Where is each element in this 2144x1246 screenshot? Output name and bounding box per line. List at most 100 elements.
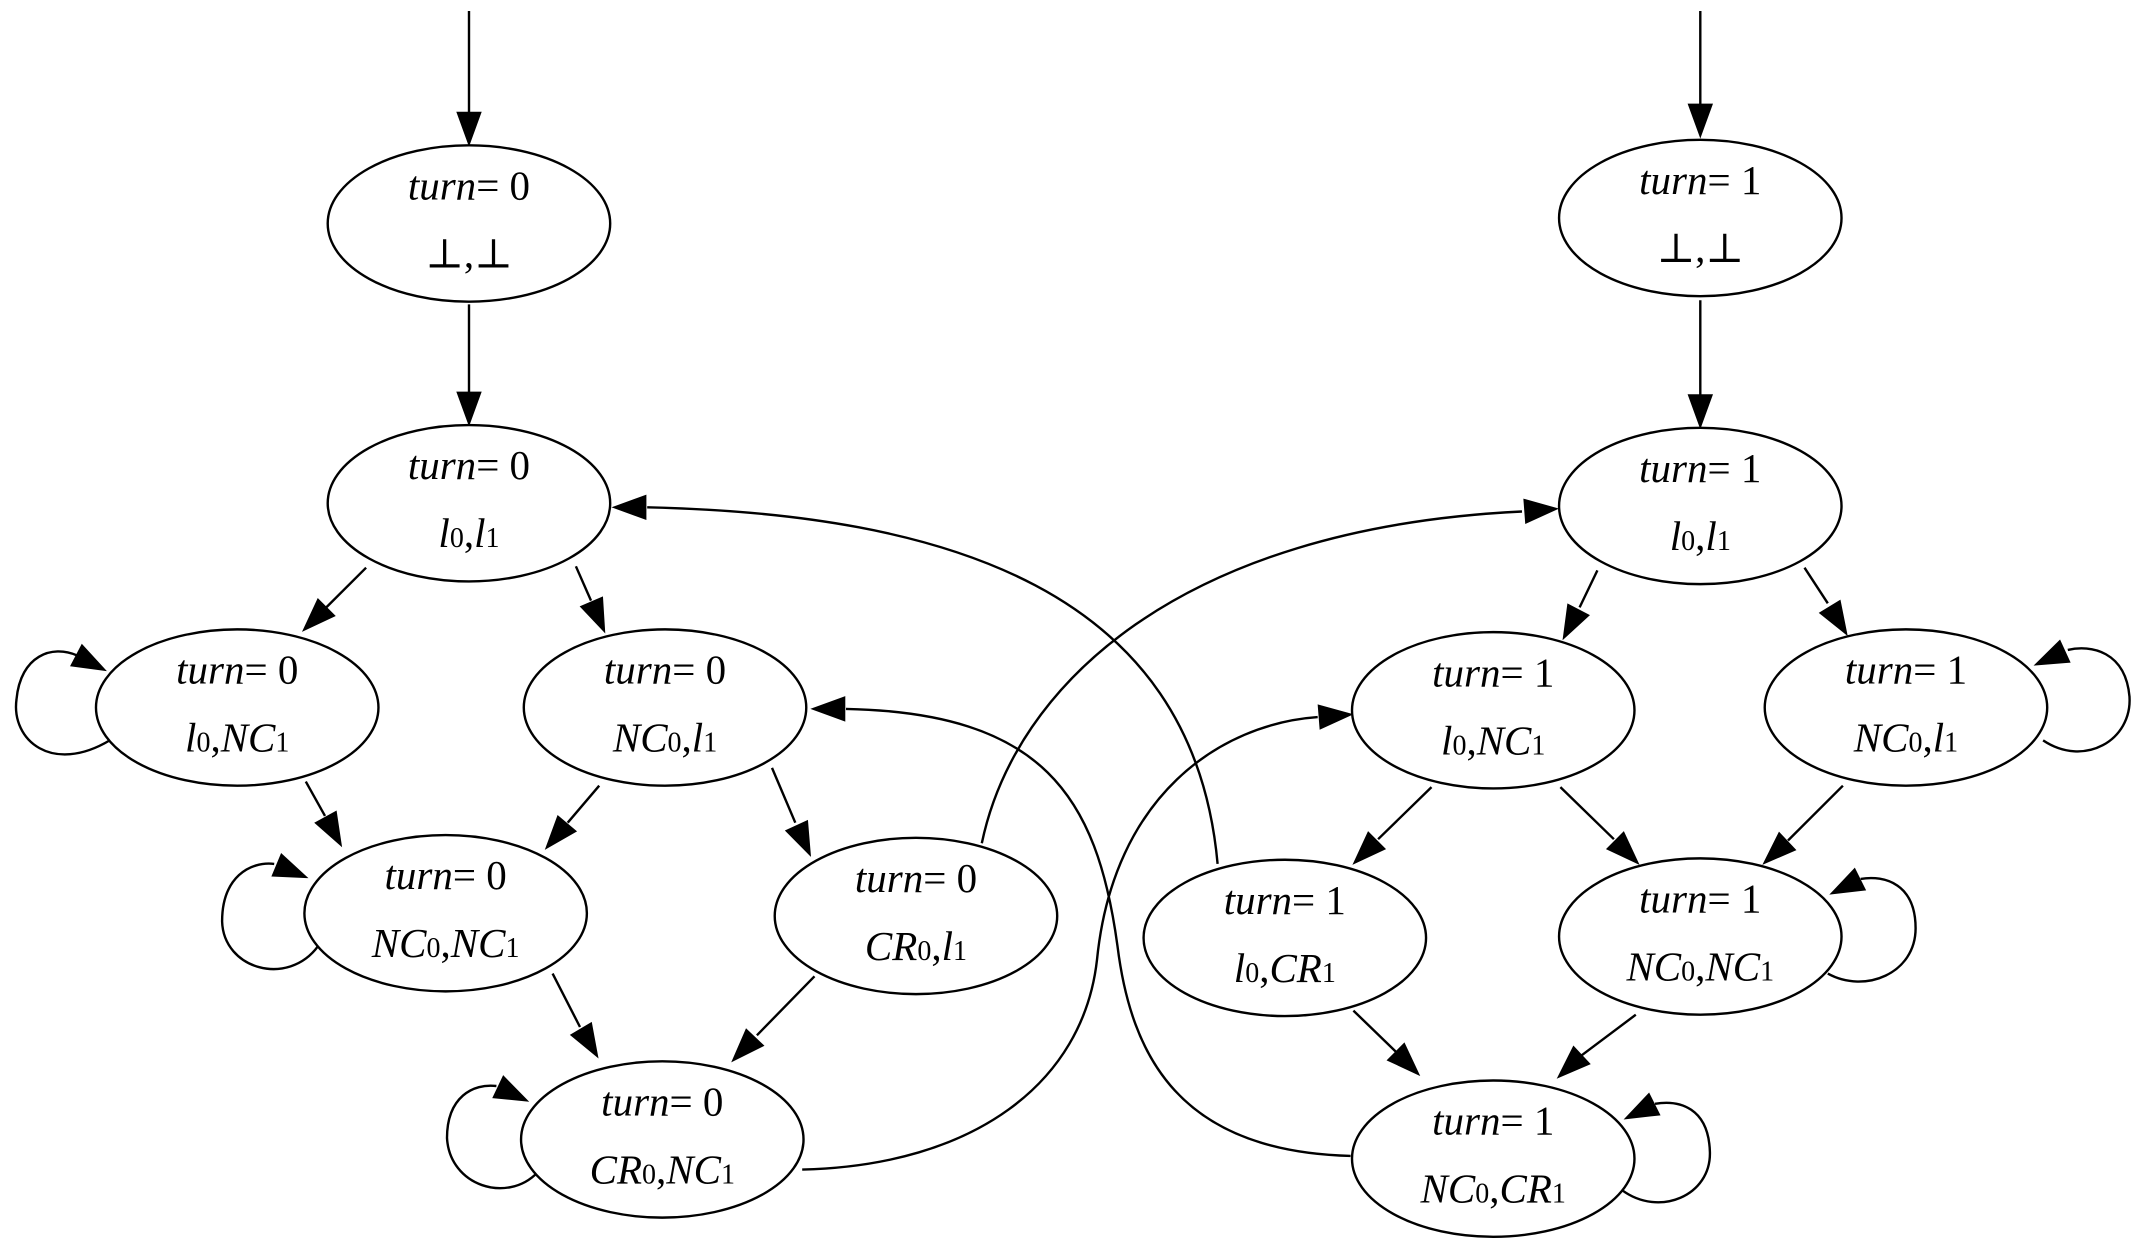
turn-word: turn — [408, 442, 476, 488]
state-subscript: 1 — [505, 933, 519, 964]
state-separator: , — [1466, 717, 1476, 763]
state-subscript: 1 — [275, 728, 289, 759]
state-separator: , — [1695, 225, 1705, 271]
edge-line — [304, 781, 327, 817]
state-part: NC — [1704, 944, 1760, 990]
arrowhead-icon — [301, 598, 336, 632]
state-subscript: 0 — [1245, 958, 1259, 989]
turn-value: = 0 — [670, 1078, 724, 1124]
edge-b1-c1 — [1562, 569, 1599, 641]
state-subscript: 0 — [668, 728, 682, 759]
turn-label: turn= 0 — [601, 1078, 723, 1124]
state-node-f0[interactable]: turn= 0 CR0,l1 — [773, 836, 1059, 996]
state-part: l — [1234, 945, 1245, 991]
turn-label: turn= 0 — [855, 855, 977, 901]
edge-b0-c0 — [301, 566, 367, 632]
state-ellipse — [773, 836, 1059, 996]
state-label: CR0,l1 — [865, 923, 967, 969]
state-node-b1[interactable]: turn= 1l0,l1 — [1557, 426, 1843, 586]
state-node-a0[interactable]: turn= 0⊥,⊥ — [326, 144, 612, 303]
state-separator: , — [682, 715, 692, 761]
edge-line — [14, 650, 111, 756]
state-node-a1[interactable]: turn= 1⊥,⊥ — [1557, 138, 1843, 298]
state-label: NC0,NC1 — [1625, 944, 1774, 990]
edge-e1-g1 — [1352, 1009, 1421, 1077]
state-subscript: 1 — [1322, 958, 1336, 989]
turn-label: turn= 1 — [1639, 157, 1761, 203]
state-part: l — [474, 510, 485, 556]
edge-line — [2042, 647, 2131, 753]
turn-label: turn= 0 — [176, 647, 298, 693]
state-label: l0,CR1 — [1234, 945, 1336, 991]
state-separator: , — [441, 920, 451, 966]
arrowhead-icon — [492, 1075, 530, 1102]
edge-line — [325, 566, 367, 609]
state-separator: , — [931, 923, 941, 969]
state-part: ⊥ — [1705, 225, 1744, 271]
state-part: l — [185, 715, 196, 761]
state-separator: , — [1695, 944, 1705, 990]
state-ellipse — [1142, 858, 1428, 1018]
turn-label: turn= 0 — [408, 442, 530, 488]
edge-line — [1559, 786, 1615, 841]
arrowhead-icon — [70, 643, 107, 672]
state-subscript: 1 — [953, 936, 967, 967]
state-part: l — [692, 715, 703, 761]
edge-d0-e0 — [544, 784, 601, 850]
turn-label: turn= 1 — [1845, 647, 1967, 693]
edge-a0-b0 — [456, 304, 482, 427]
arrowhead-icon — [579, 596, 606, 634]
state-separator: , — [1489, 1166, 1499, 1212]
turn-value: = 0 — [476, 442, 530, 488]
edge-c0-e0 — [304, 781, 343, 848]
arrowhead-icon — [2033, 639, 2071, 666]
state-ellipse — [326, 423, 612, 583]
state-subscript: 1 — [721, 1159, 735, 1190]
state-subscript: 0 — [1475, 1179, 1489, 1210]
state-part: CR — [865, 923, 917, 969]
edge-line — [845, 707, 1351, 1158]
state-ellipse — [94, 628, 380, 787]
state-node-e1[interactable]: turn= 1l0,CR1 — [1142, 858, 1428, 1018]
state-node-c0[interactable]: turn= 0l0,NC1 — [94, 628, 380, 787]
turn-value: = 1 — [1500, 649, 1554, 695]
state-part: NC — [665, 1146, 721, 1192]
arrowhead-icon — [1386, 1042, 1421, 1077]
arrowhead-icon — [456, 111, 482, 147]
edge-line — [1352, 1009, 1397, 1053]
arrowhead-icon — [1687, 103, 1714, 139]
state-part: NC — [1476, 717, 1532, 763]
state-part: CR — [590, 1146, 642, 1192]
turn-value: = 0 — [672, 647, 726, 693]
state-ellipse — [1350, 1079, 1636, 1239]
state-ellipse — [1350, 630, 1636, 790]
edge-line — [1580, 1013, 1637, 1057]
state-ellipse — [519, 1060, 805, 1219]
state-node-b0[interactable]: turn= 0l0,l1 — [326, 423, 612, 583]
state-label: NC0,NC1 — [371, 920, 520, 966]
arrowhead-icon — [1523, 498, 1560, 524]
state-separator: , — [210, 715, 220, 761]
turn-value: = 0 — [476, 163, 530, 209]
state-part: NC — [612, 715, 668, 761]
state-node-c1[interactable]: turn= 1l0,NC1 — [1350, 630, 1636, 790]
edge-e0-g0 — [551, 973, 599, 1059]
arrowhead-icon — [271, 852, 309, 879]
state-label: ⊥,⊥ — [425, 231, 512, 277]
arrowhead-icon — [784, 819, 812, 857]
state-ellipse — [1557, 857, 1843, 1016]
state-part: l — [942, 923, 953, 969]
edge-g0-c1 — [802, 704, 1354, 1171]
edge-f1-f1 — [1827, 867, 1917, 983]
edge-d1-f1 — [1762, 784, 1844, 865]
state-part: l — [438, 510, 449, 556]
edge-f1-g1 — [1556, 1013, 1637, 1079]
arrowhead-icon — [1605, 831, 1640, 865]
